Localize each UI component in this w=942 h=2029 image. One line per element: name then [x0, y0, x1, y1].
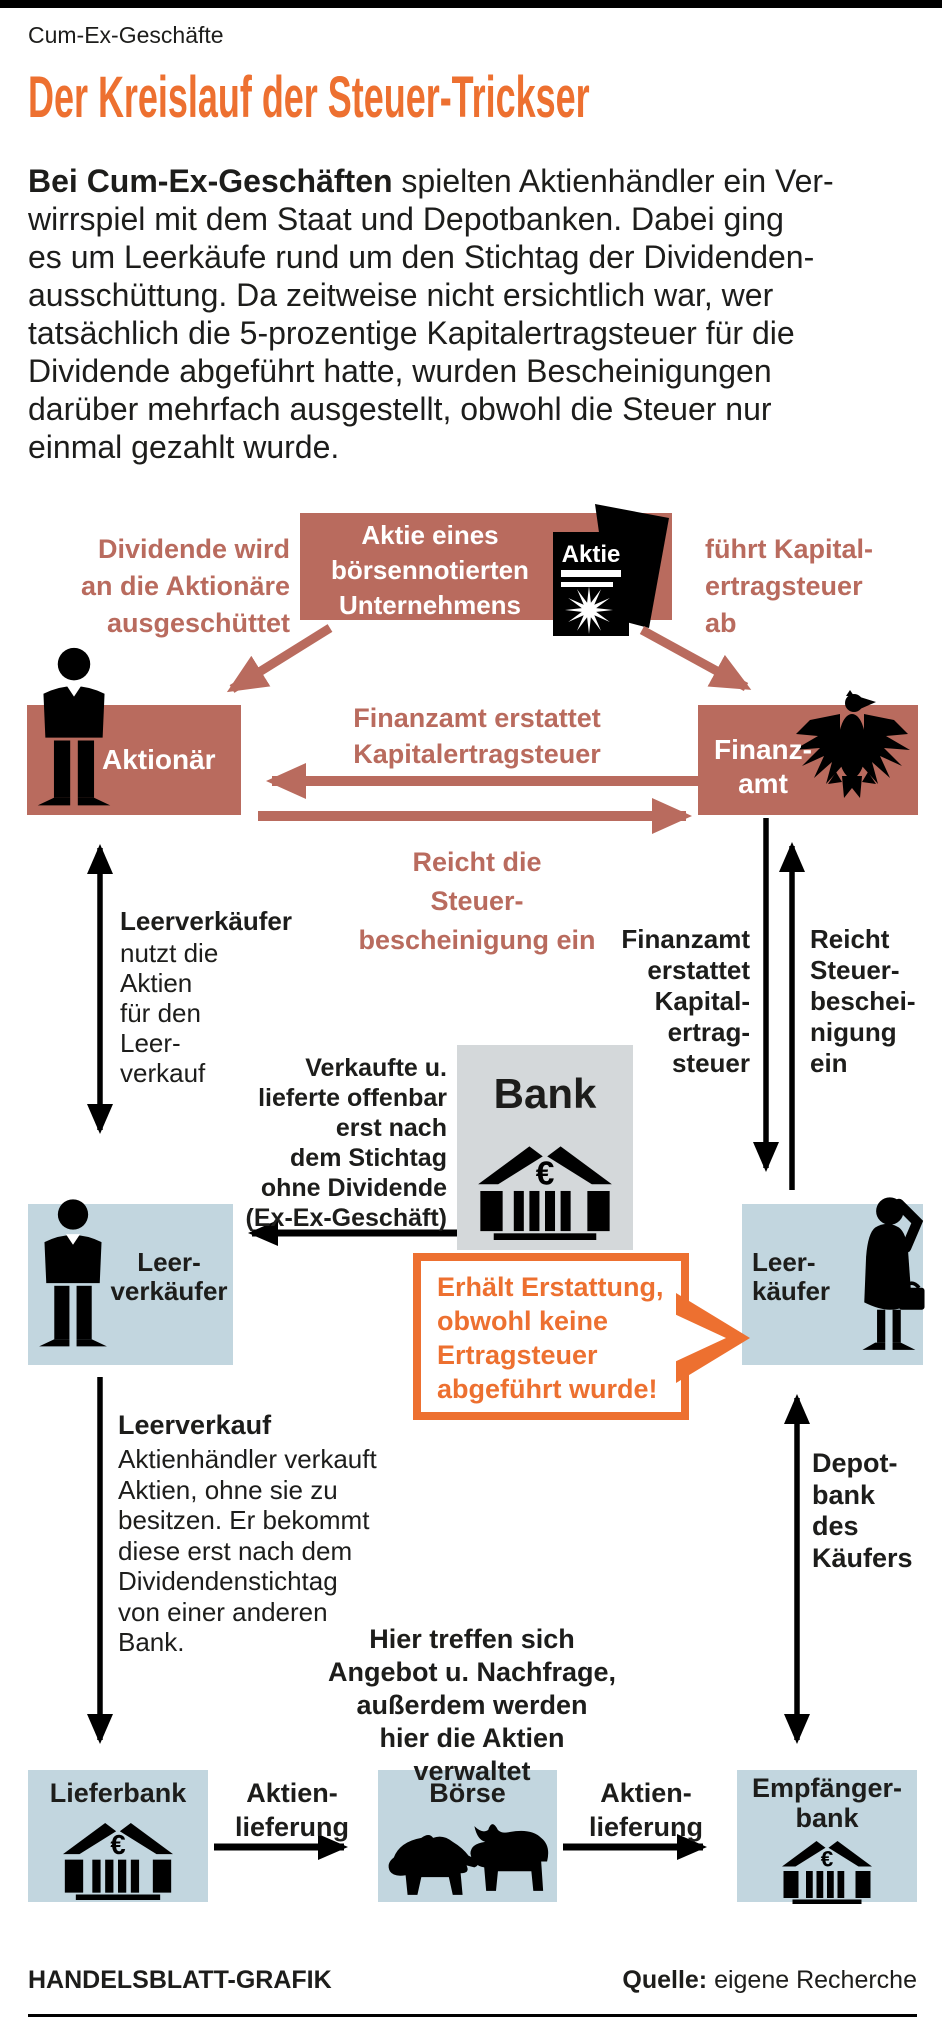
label-leerverkauf-bold: Leerverkauf: [118, 1410, 272, 1440]
lieferbank-building-icon: €: [63, 1823, 173, 1900]
speech-bubble: Erhält Erstattung, obwohl keine Ertragst…: [413, 1253, 689, 1420]
bank-label: Bank: [493, 1070, 597, 1117]
businessman-icon: [37, 647, 111, 806]
page-title: Der Kreislauf der Steuer-Trickser: [28, 65, 590, 130]
label-reicht-rechts: Reicht Steuer- beschei- nigung ein: [810, 924, 916, 1078]
label-leerverkaeufer-rest: nutzt die Aktien für den Leer- verkauf: [120, 938, 219, 1088]
aktionaer-label: Aktionär: [102, 744, 216, 775]
empfaengerbank-label: Empfänger- bank: [751, 1773, 903, 1833]
buyer-on-phone-icon: [862, 1197, 925, 1350]
credit: HANDELSBLATT-GRAFIK: [28, 1966, 332, 1994]
lieferbank-label: Lieferbank: [49, 1778, 187, 1808]
label-depotbank: Depot- bank des Käufers: [812, 1448, 913, 1573]
bank-euro-glyph: €: [536, 1155, 555, 1192]
bull-bear-icon: [388, 1824, 549, 1895]
top-rule: [0, 0, 942, 8]
federal-eagle-icon: [794, 690, 910, 798]
lieferbank-euro-glyph: €: [110, 1829, 125, 1860]
label-finanzamt-erstattet: Finanzamt erstattet Kapitalertragsteuer: [353, 703, 601, 769]
intro-body: spielten Aktienhändler ein Ver- wirrspie…: [28, 163, 834, 465]
bank-building-icon: €: [478, 1146, 612, 1240]
source-line: Quelle: eigene Recherche: [517, 1966, 917, 1995]
label-leerverkaeufer-bold: Leerverkäufer: [120, 906, 292, 936]
bear-silhouette: [388, 1834, 478, 1895]
label-aktienlieferung-rechts: Aktien- lieferung: [588, 1778, 703, 1842]
label-hier-treffen: Hier treffen sich Angebot u. Nachfrage, …: [327, 1624, 617, 1786]
label-dividende: Dividende wird an die Aktionäre ausgesch…: [80, 534, 290, 638]
label-fuehrt-kapitalertragsteuer: führt Kapital- ertragsteuer ab: [705, 534, 873, 638]
intro-paragraph: Bei Cum-Ex-Geschäften spielten Aktienhän…: [28, 162, 928, 466]
speech-bubble-pointer: [670, 1293, 750, 1383]
kicker: Cum-Ex-Geschäfte: [28, 22, 224, 48]
boerse-label: Börse: [429, 1778, 506, 1808]
label-verkaufte: Verkaufte u. lieferte offenbar erst nach…: [245, 1054, 447, 1232]
aktie-icon-label: Aktie: [562, 541, 621, 568]
short-seller-icon: [39, 1199, 107, 1347]
intro-lead: Bei Cum-Ex-Geschäften: [28, 163, 393, 199]
source-label: Quelle:: [622, 1966, 708, 1994]
empfaengerbank-building-icon: €: [782, 1841, 872, 1904]
aktie-box-label: Aktie eines börsennotierten Unternehmens: [331, 520, 529, 620]
label-finanzamt-erstattet-rechts: Finanzamt erstattet Kapital- ertrag- ste…: [621, 924, 750, 1078]
label-aktienlieferung-links: Aktien- lieferung: [234, 1778, 349, 1842]
bottom-rule: [28, 2014, 917, 2017]
leerverkaeufer-label: Leer- verkäufer: [110, 1247, 228, 1306]
bull-silhouette: [470, 1824, 549, 1891]
empfaengerbank-euro-glyph: €: [821, 1847, 834, 1872]
leerkaeufer-label: Leer- käufer: [752, 1247, 831, 1306]
aktie-document-icon: Aktie: [553, 504, 669, 636]
label-reicht-steuerbescheinigung: Reicht die Steuer- bescheinigung ein: [358, 847, 596, 955]
source-value: eigene Recherche: [707, 1966, 917, 1994]
finanzamt-label: Finanz- amt: [714, 734, 812, 799]
label-leerverkauf-rest: Aktienhändler verkauft Aktien, ohne sie …: [118, 1444, 377, 1657]
